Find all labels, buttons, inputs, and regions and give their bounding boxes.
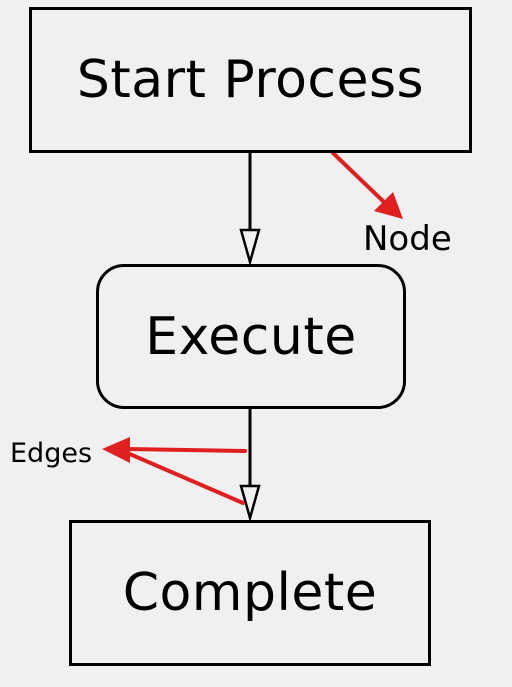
annotation-node-label: Node: [363, 219, 452, 259]
edge-start-to-execute: [239, 153, 261, 267]
edge-start-to-execute-arrowhead: [239, 228, 261, 267]
node-start-process: Start Process: [29, 7, 472, 153]
edges-pointer-shaft-lower: [123, 450, 245, 505]
edges-pointer-shaft-upper: [123, 447, 247, 453]
node-pointer-head: [374, 192, 403, 219]
node-pointer-arrow: [331, 151, 403, 219]
node-complete-label: Complete: [122, 563, 378, 623]
node-start-process-label: Start Process: [76, 50, 425, 110]
edges-pointer-head: [102, 437, 130, 463]
edges-pointer-arrows: [102, 437, 247, 505]
edge-execute-to-complete-arrowhead: [239, 484, 261, 523]
node-execute-label: Execute: [145, 306, 357, 367]
annotation-edges-label: Edges: [10, 438, 93, 469]
node-complete: Complete: [69, 520, 431, 666]
node-pointer-shaft: [331, 151, 388, 206]
node-execute: Execute: [96, 264, 406, 409]
edge-execute-to-complete: [239, 409, 261, 523]
